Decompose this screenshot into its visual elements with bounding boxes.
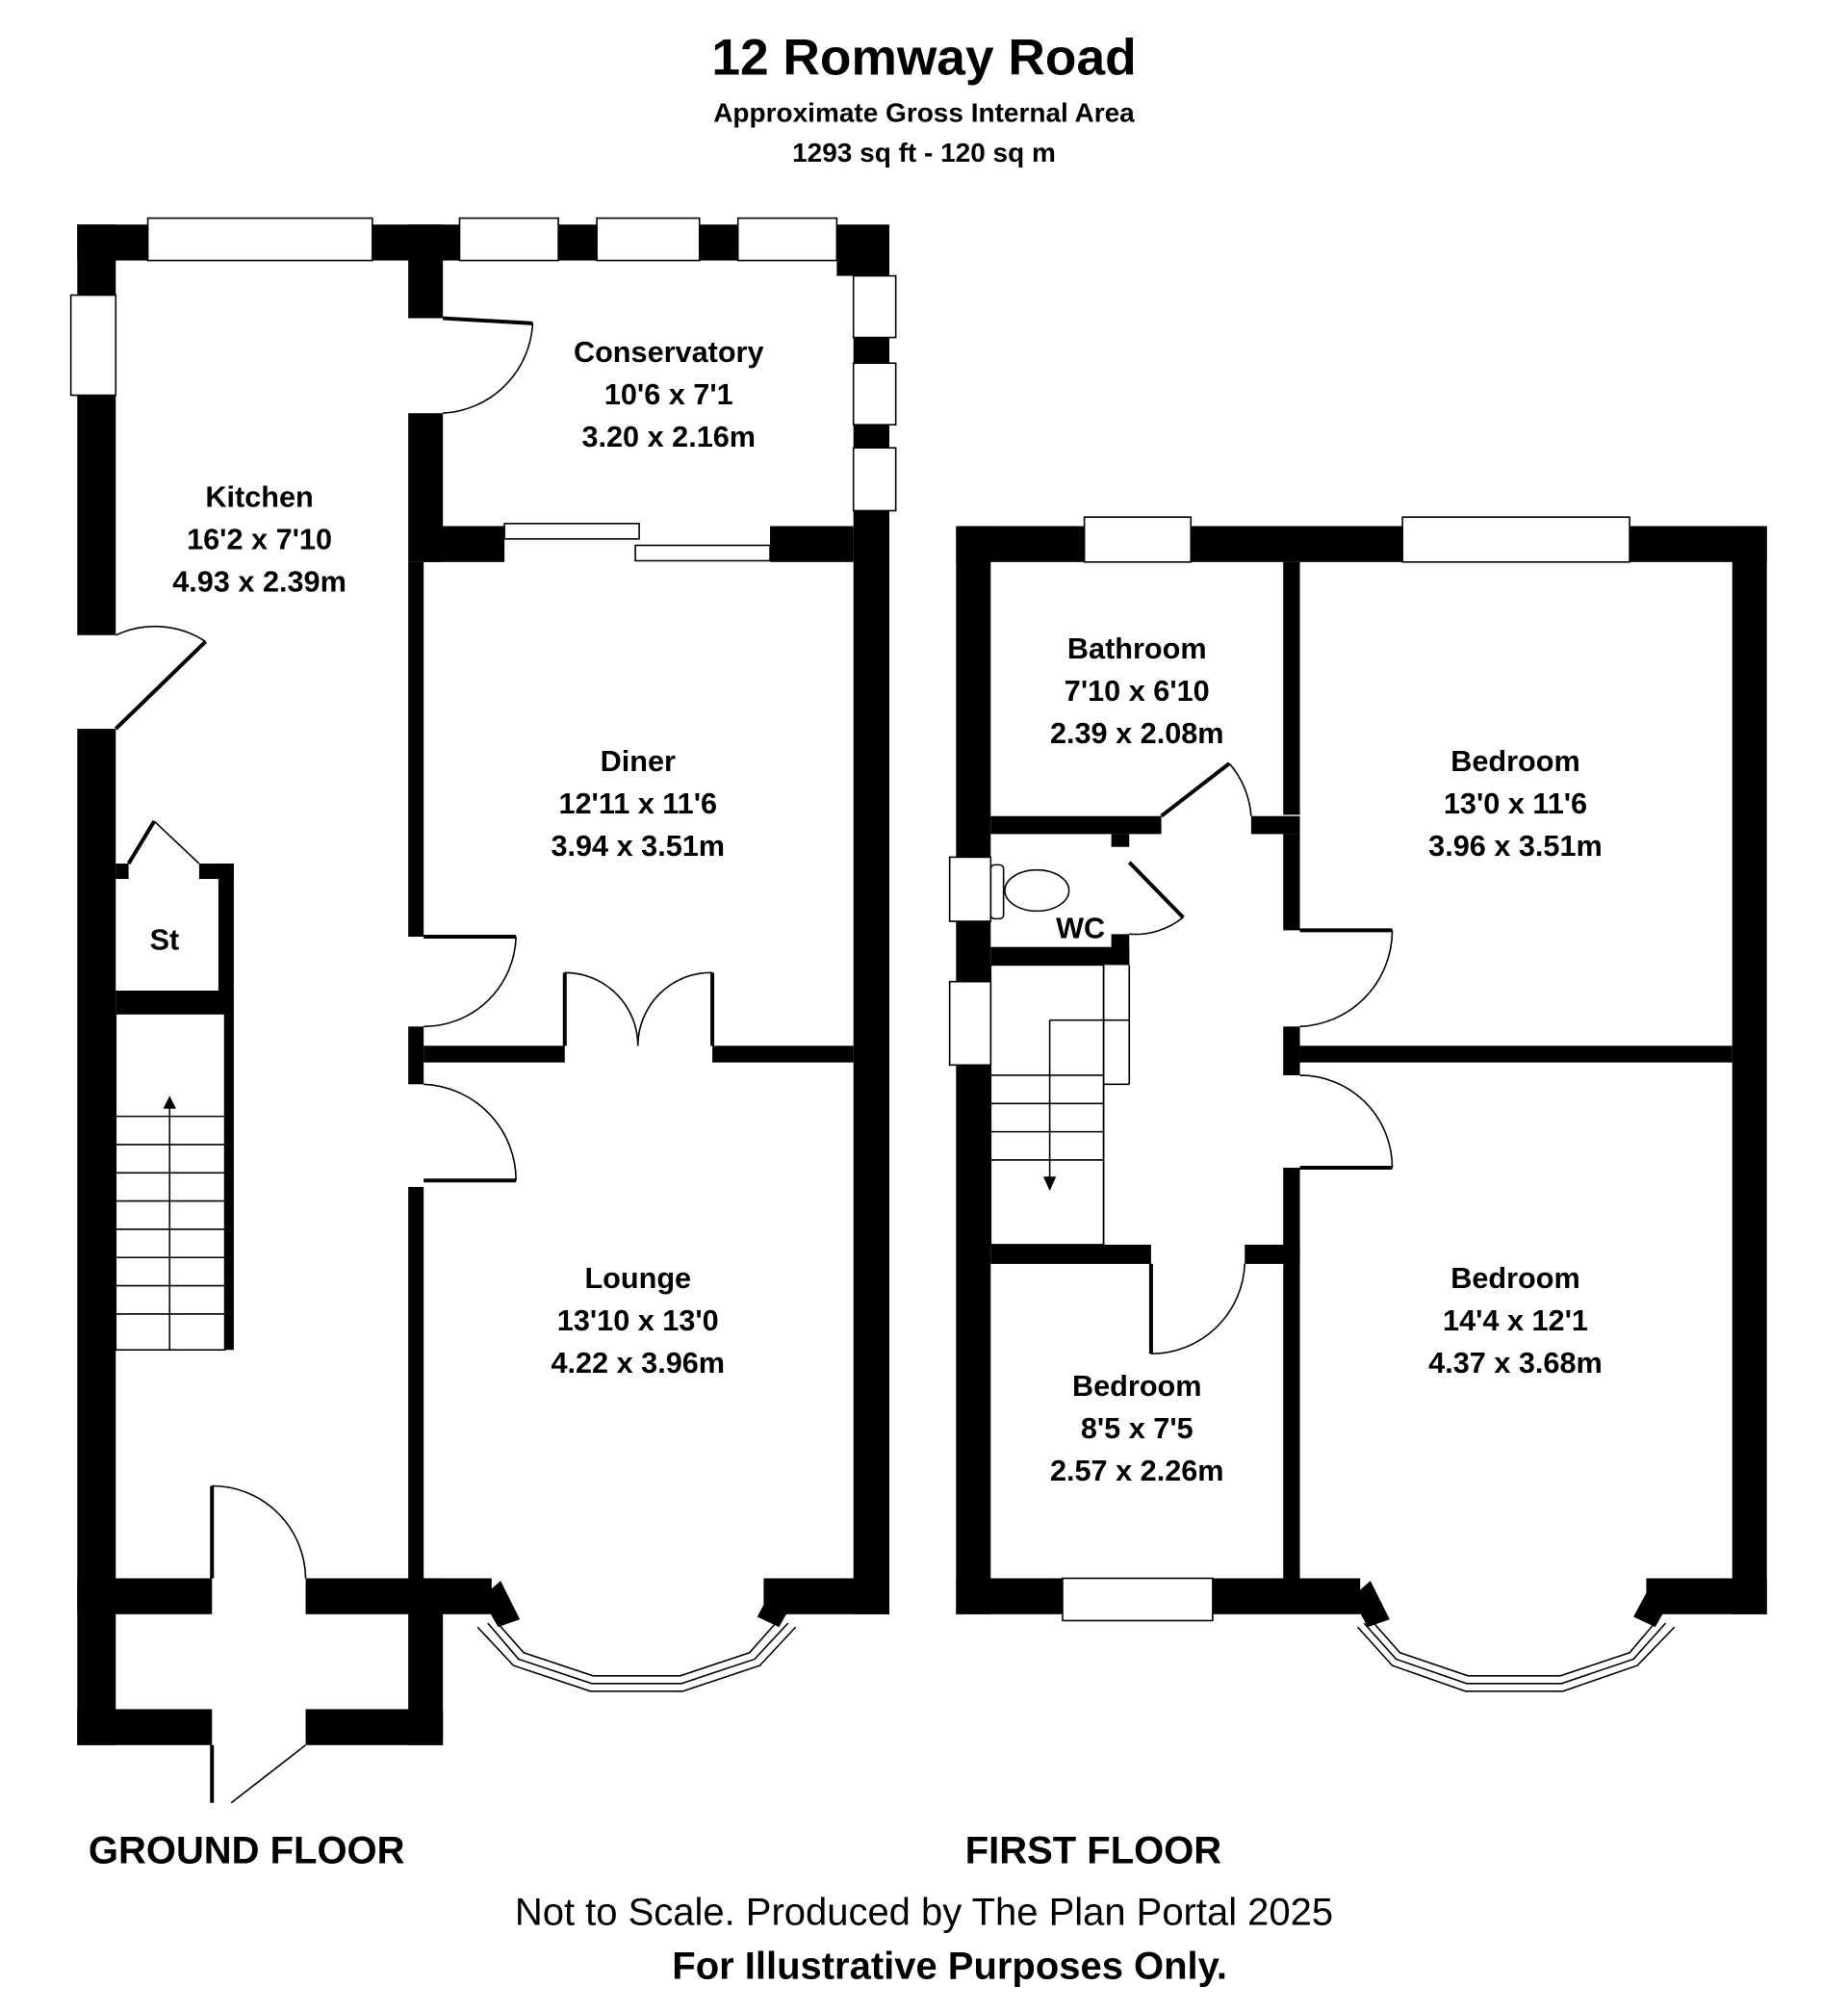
svg-text:Bedroom: Bedroom	[1450, 1262, 1580, 1295]
svg-text:Bedroom: Bedroom	[1072, 1370, 1202, 1403]
svg-text:14'4 x 12'1: 14'4 x 12'1	[1443, 1304, 1588, 1337]
room-diner: Diner 12'11 x 11'6 3.94 x 3.51m	[551, 745, 725, 863]
door-swings	[1127, 761, 1394, 1355]
svg-text:4.37 x 3.68m: 4.37 x 3.68m	[1428, 1347, 1603, 1380]
svg-text:Lounge: Lounge	[584, 1262, 691, 1295]
svg-text:Bedroom: Bedroom	[1450, 745, 1580, 778]
room-bedroom-2: Bedroom 14'4 x 12'1 4.37 x 3.68m	[1428, 1262, 1603, 1380]
svg-text:12'11 x 11'6: 12'11 x 11'6	[558, 787, 717, 820]
svg-text:3.96 x 3.51m: 3.96 x 3.51m	[1428, 830, 1603, 863]
area-value: 1293 sq ft - 120 sq m	[792, 138, 1056, 168]
svg-text:16'2 x 7'10: 16'2 x 7'10	[187, 523, 332, 555]
area-label: Approximate Gross Internal Area	[713, 98, 1135, 128]
svg-text:Diner: Diner	[601, 745, 676, 778]
svg-text:3.94 x 3.51m: 3.94 x 3.51m	[551, 830, 725, 863]
first-floor-plan	[948, 516, 1767, 1692]
ground-floor-label: GROUND FLOOR	[89, 1829, 405, 1871]
svg-text:8'5 x 7'5: 8'5 x 7'5	[1081, 1412, 1194, 1445]
svg-text:4.93 x 2.39m: 4.93 x 2.39m	[172, 565, 346, 598]
room-bedroom-1: Bedroom 13'0 x 11'6 3.96 x 3.51m	[1428, 745, 1603, 863]
room-lounge: Lounge 13'10 x 13'0 4.22 x 3.96m	[551, 1262, 725, 1380]
svg-text:3.20 x 2.16m: 3.20 x 2.16m	[581, 421, 756, 453]
stairs	[989, 964, 1131, 1246]
room-bathroom: Bathroom 7'10 x 6'10 2.39 x 2.08m	[1050, 632, 1224, 750]
room-kitchen: Kitchen 16'2 x 7'10 4.93 x 2.39m	[172, 480, 346, 598]
svg-text:2.39 x 2.08m: 2.39 x 2.08m	[1050, 717, 1224, 750]
svg-text:Conservatory: Conservatory	[574, 336, 764, 369]
ground-floor-plan	[69, 217, 897, 1804]
door-swings	[114, 316, 715, 1804]
room-bedroom-3: Bedroom 8'5 x 7'5 2.57 x 2.26m	[1050, 1370, 1224, 1487]
svg-text:4.22 x 3.96m: 4.22 x 3.96m	[551, 1347, 725, 1380]
svg-text:7'10 x 6'10: 7'10 x 6'10	[1065, 675, 1210, 708]
stairs	[115, 1013, 226, 1352]
first-floor-label: FIRST FLOOR	[965, 1829, 1222, 1871]
disclaimer-text: For Illustrative Purposes Only.	[672, 1945, 1227, 1987]
svg-text:10'6 x 7'1: 10'6 x 7'1	[604, 378, 733, 411]
plan-title: 12 Romway Road	[711, 29, 1136, 86]
svg-text:13'0 x 11'6: 13'0 x 11'6	[1444, 787, 1587, 820]
room-store: St	[150, 923, 180, 956]
room-wc: WC	[1056, 912, 1105, 944]
svg-text:Bathroom: Bathroom	[1067, 632, 1207, 665]
svg-text:13'10 x 13'0: 13'10 x 13'0	[557, 1304, 719, 1337]
svg-text:2.57 x 2.26m: 2.57 x 2.26m	[1050, 1455, 1224, 1487]
svg-text:Kitchen: Kitchen	[205, 480, 313, 513]
room-conservatory: Conservatory 10'6 x 7'1 3.20 x 2.16m	[574, 336, 764, 453]
credit-text: Not to Scale. Produced by The Plan Porta…	[515, 1891, 1333, 1933]
toilet-icon	[989, 864, 1070, 920]
